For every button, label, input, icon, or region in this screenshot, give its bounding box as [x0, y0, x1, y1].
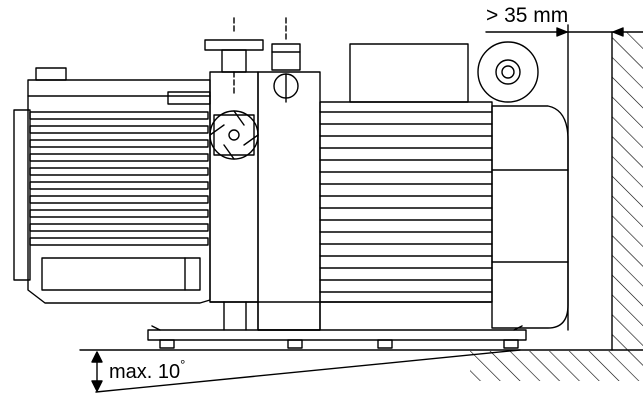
fin: [29, 139, 209, 148]
degree-symbol: °: [180, 357, 186, 372]
tilt-label: max. 10°: [109, 357, 185, 384]
side-handle: [167, 91, 211, 105]
fin: [29, 195, 209, 204]
clearance-label: > 35 mm: [486, 4, 569, 27]
terminal-box: [349, 43, 469, 103]
fin: [29, 181, 209, 190]
fin: [29, 237, 209, 246]
fin: [29, 153, 209, 162]
motor-body: [319, 101, 569, 329]
cooling-fins: [29, 111, 209, 246]
motor-fins: [319, 111, 493, 293]
fin: [29, 209, 209, 218]
fin: [29, 223, 209, 232]
fan-icon: [209, 110, 259, 160]
base-plate: [147, 325, 527, 349]
inlet-flange: [204, 17, 264, 96]
shaft-end-icon: [477, 41, 539, 103]
tilt-value: max. 10: [109, 361, 181, 383]
floor: [79, 349, 643, 381]
exhaust-cap: [271, 17, 301, 103]
fin: [29, 111, 209, 120]
tilt-line: [95, 349, 521, 393]
fin: [29, 167, 209, 176]
fin: [29, 125, 209, 134]
tilt-arrow: [91, 351, 103, 392]
pump-housing: [13, 67, 211, 304]
oil-sight-bar: [41, 257, 201, 291]
center-block: [209, 71, 321, 331]
wall: [611, 31, 643, 352]
